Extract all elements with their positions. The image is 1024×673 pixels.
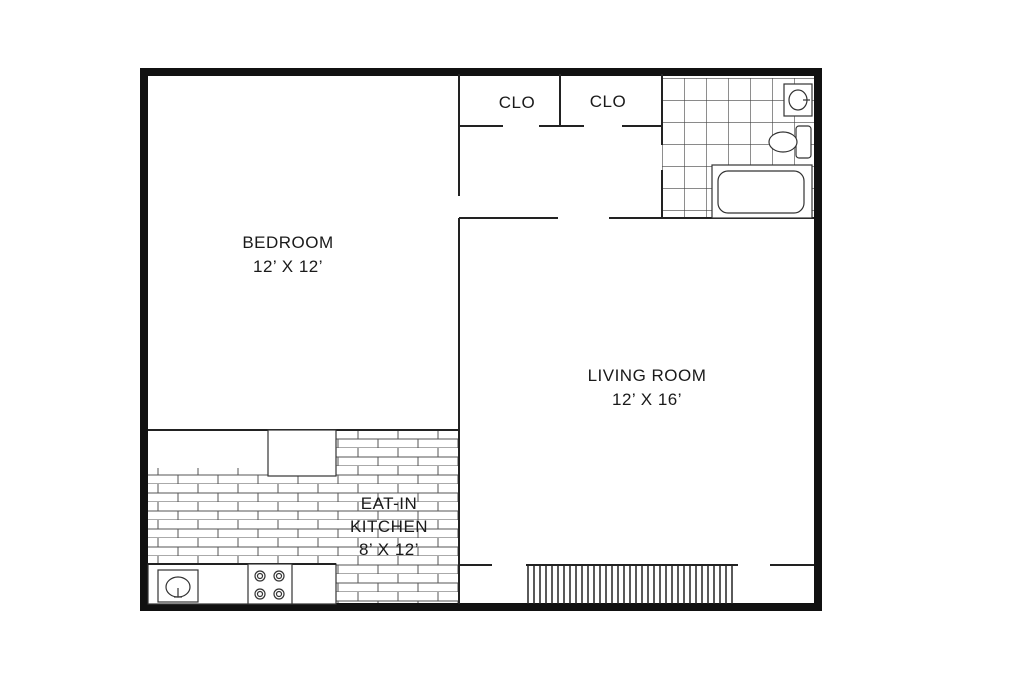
bedroom-label: BEDROOM xyxy=(242,233,333,252)
bathroom-fixtures xyxy=(711,83,813,219)
kitchen-label-line1: EAT-IN xyxy=(361,494,418,513)
living-room-label: LIVING ROOM xyxy=(588,366,707,385)
bedroom-size: 12’ X 12’ xyxy=(253,257,323,276)
closet-right-label: CLO xyxy=(590,92,626,111)
closet-left-label: CLO xyxy=(499,93,535,112)
room-labels: BEDROOM 12’ X 12’ LIVING ROOM 12’ X 16’ … xyxy=(242,92,706,559)
radiator-icon xyxy=(526,564,738,604)
kitchen-sink-icon xyxy=(157,569,199,603)
kitchen-floor-tile xyxy=(148,430,459,604)
sink-icon xyxy=(783,83,813,117)
kitchen-size: 8’ X 12’ xyxy=(359,540,419,559)
stove-icon xyxy=(247,563,293,605)
toilet-icon xyxy=(768,125,812,159)
exterior-wall xyxy=(140,68,822,611)
kitchen-fixtures xyxy=(147,429,337,605)
kitchen-label-line2: KITCHEN xyxy=(350,517,428,536)
bathtub-icon xyxy=(711,164,813,219)
living-room-size: 12’ X 16’ xyxy=(612,390,682,409)
